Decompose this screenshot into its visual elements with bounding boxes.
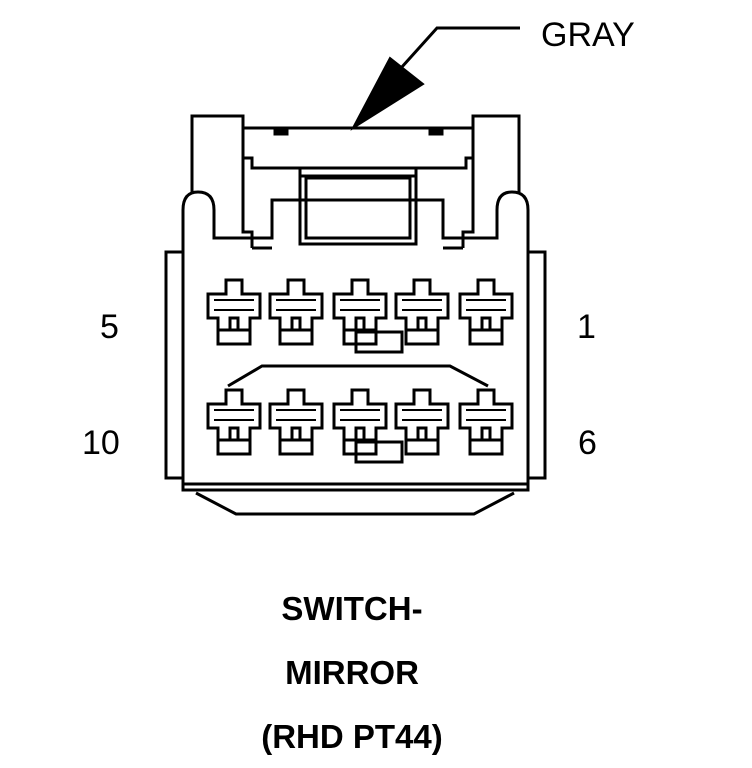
pin-cavity-foot	[278, 438, 314, 456]
pin-cavities	[206, 278, 514, 456]
pin-cavity-foot	[216, 328, 252, 346]
pin-cavity-detail	[214, 299, 254, 311]
pin-cavity-foot	[342, 328, 378, 346]
pin-cavity	[206, 388, 262, 442]
lock-window-outer	[298, 166, 418, 246]
pin-cavity-detail	[276, 299, 316, 311]
lock-window-inner	[304, 176, 412, 240]
latch-tab-left	[273, 126, 289, 136]
pin-cavity	[268, 278, 324, 332]
pin-cavity	[206, 278, 262, 332]
pin-label-1: 1	[577, 308, 596, 346]
right-flange	[528, 250, 547, 480]
pin-cavity-detail	[466, 409, 506, 421]
pin-cavity-detail	[402, 409, 442, 421]
left-latch-tower	[190, 114, 254, 248]
pin-cavity	[332, 278, 388, 332]
pin-cavity	[268, 388, 324, 442]
color-leader-arrow	[350, 56, 425, 131]
pin-cavity-detail	[340, 409, 380, 421]
pin-cavity	[458, 278, 514, 332]
pin-cavity	[394, 388, 450, 442]
color-label: GRAY	[541, 16, 635, 54]
row-divider	[227, 364, 489, 388]
latch-tab-right	[428, 126, 444, 136]
connector-body-outline	[181, 190, 530, 492]
pin-cavity-foot	[342, 438, 378, 456]
pin-label-6: 6	[578, 424, 597, 462]
pin-cavity	[394, 278, 450, 332]
pin-label-5: 5	[100, 308, 119, 346]
pin-cavity-detail	[214, 409, 254, 421]
title-line-3: (RHD PT44)	[261, 718, 443, 755]
pin-cavity-detail	[466, 299, 506, 311]
title-line-2: MIRROR	[285, 654, 419, 691]
right-latch-tower	[461, 114, 521, 248]
key-slot-bottom	[354, 440, 404, 464]
left-flange	[164, 250, 183, 480]
pin-cavity-foot	[278, 328, 314, 346]
bottom-skirt	[195, 491, 515, 516]
pin-cavity	[332, 388, 388, 442]
pin-cavity-foot	[404, 328, 440, 346]
pin-cavity-detail	[340, 299, 380, 311]
title-line-1: SWITCH-	[281, 590, 423, 627]
pin-cavity-foot	[404, 438, 440, 456]
pin-cavity-detail	[402, 299, 442, 311]
pin-label-10: 10	[82, 424, 120, 462]
key-slot-top	[354, 330, 404, 354]
pin-cavity	[458, 388, 514, 442]
pin-cavity-foot	[216, 438, 252, 456]
pin-cavity-foot	[468, 438, 504, 456]
pin-cavity-foot	[468, 328, 504, 346]
pin-cavity-detail	[276, 409, 316, 421]
